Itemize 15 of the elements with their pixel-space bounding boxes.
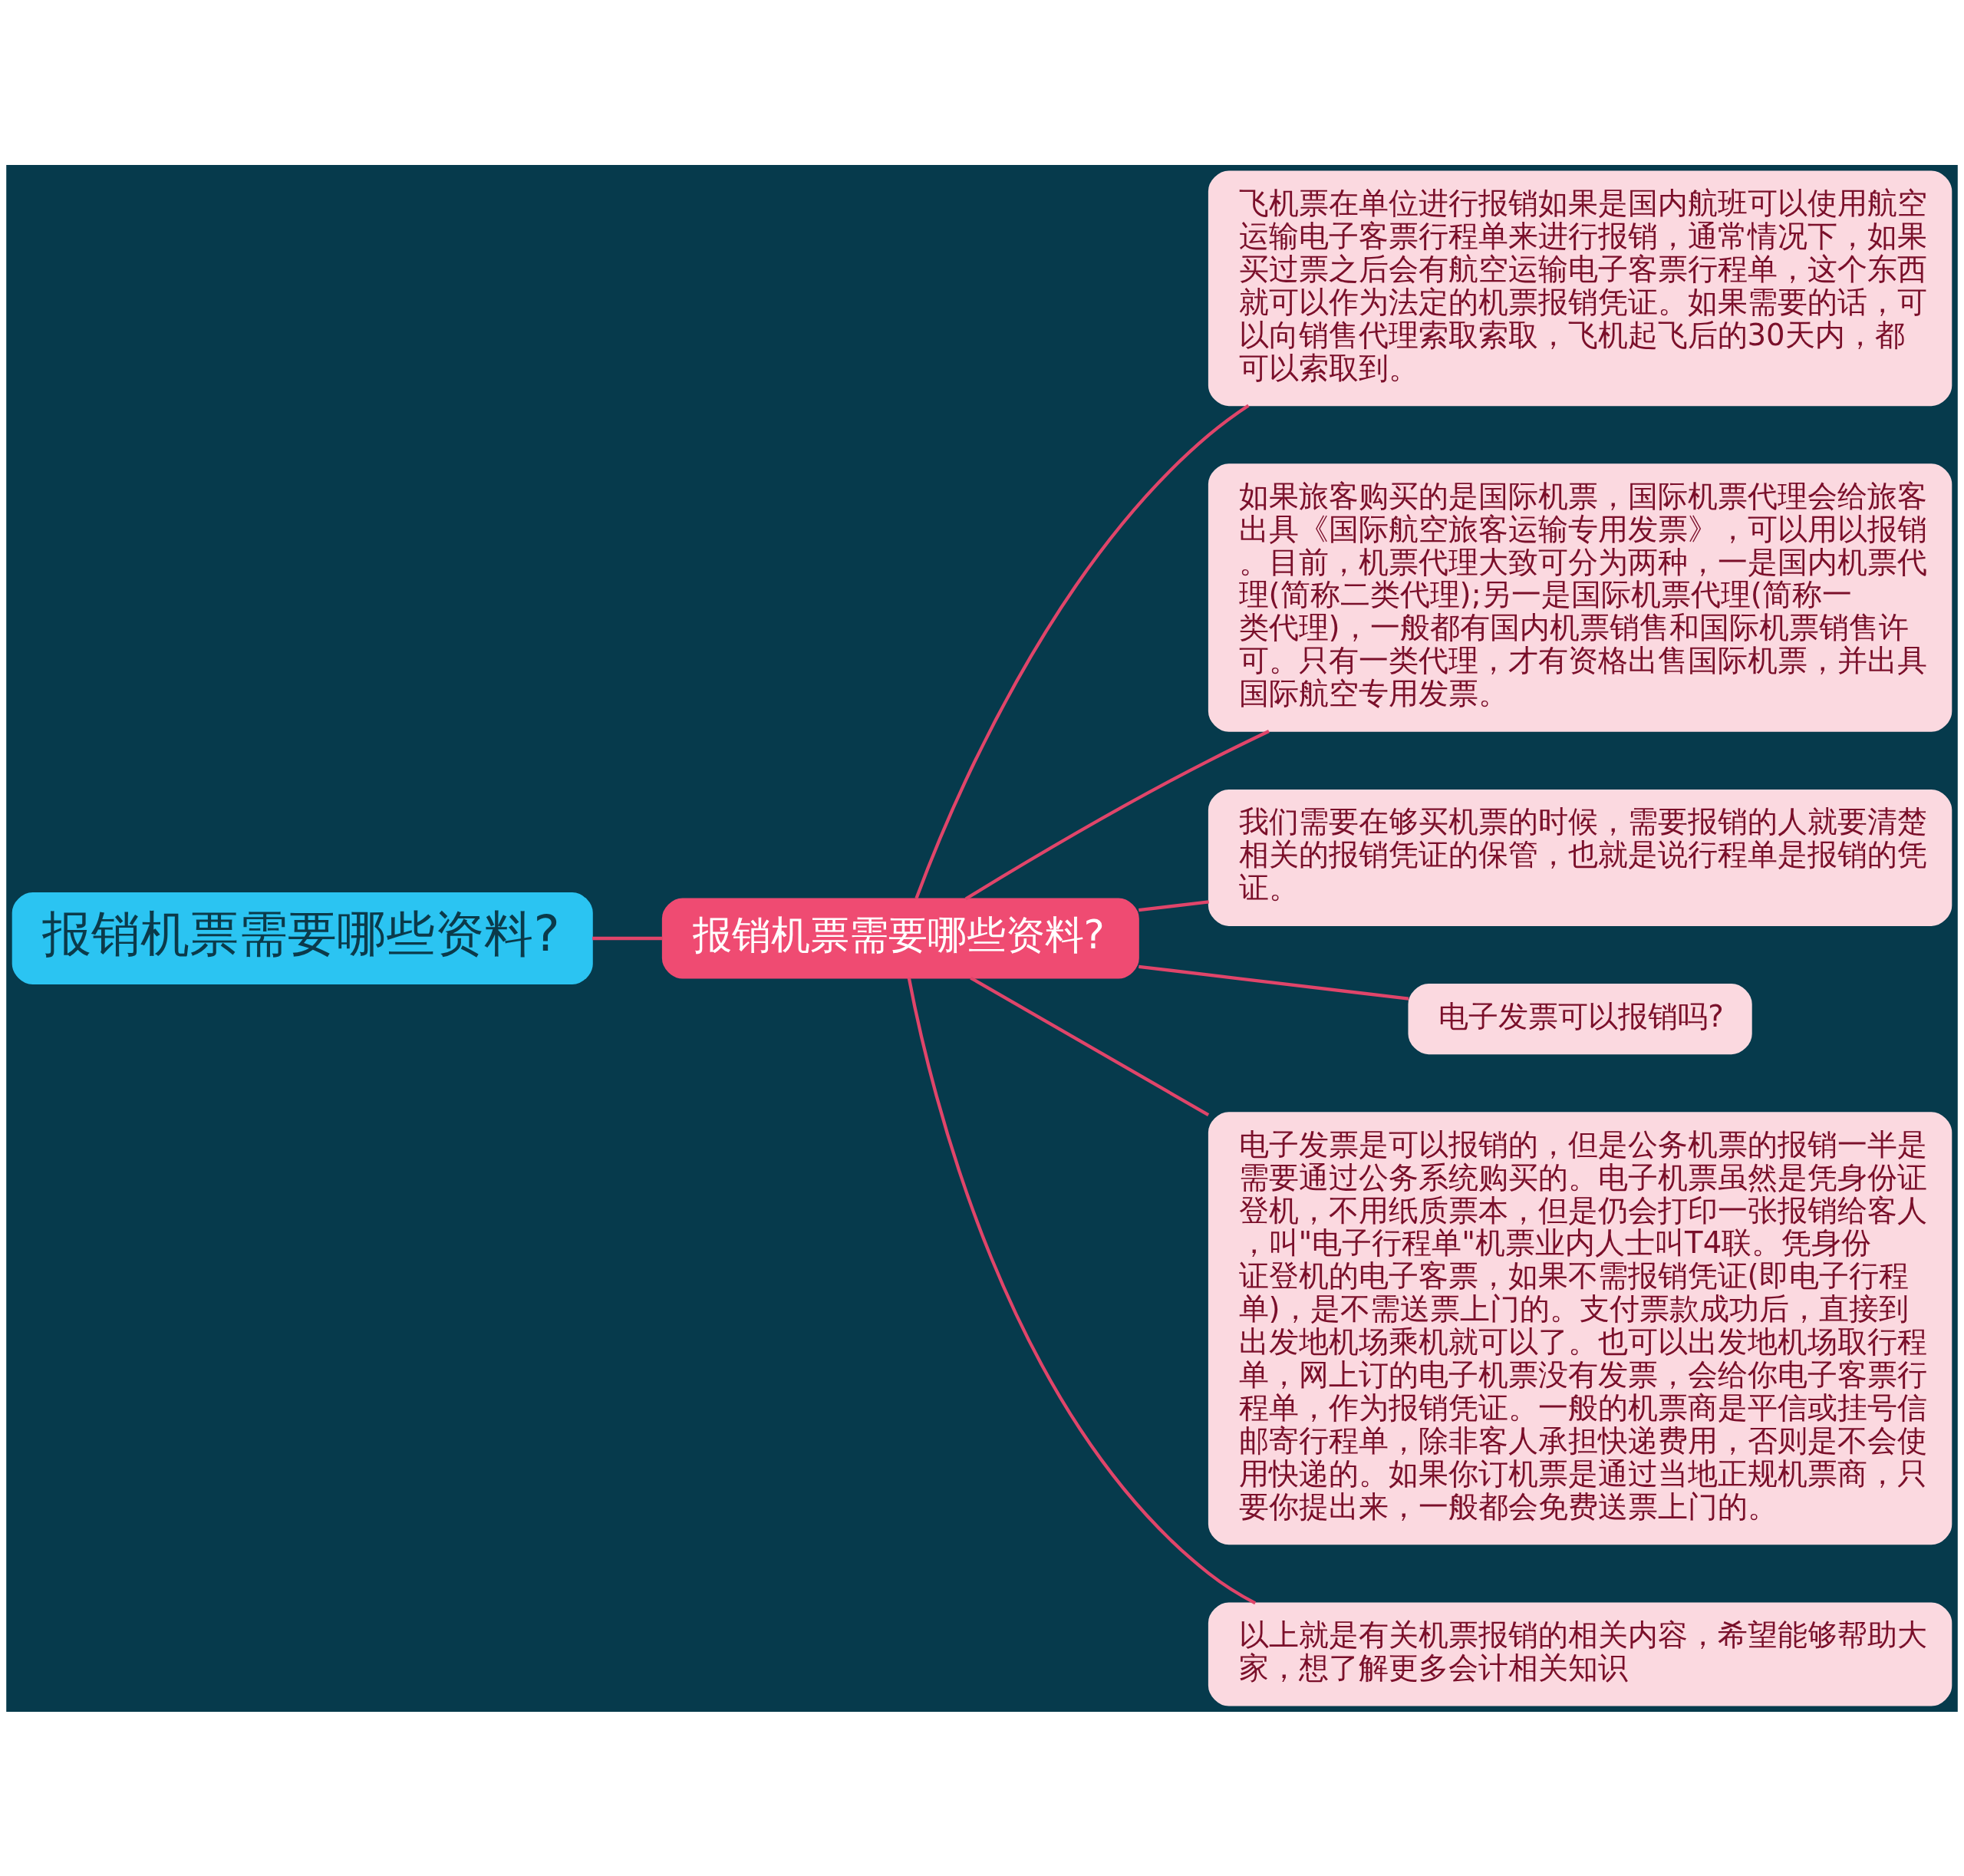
- connector: [592, 936, 663, 940]
- connector: [914, 404, 1250, 899]
- node-box: 飞机票在单位进行报销如果是国内航班可以使用航空运输电子客票行程单来进行报销，通常情况下，如果买过票之后会有航空运输电子客票行程单，这个东西就可以作为法定的机票报销凭证。如果需要的话，可以向销售代理索取索取，飞机起飞后的30天内，都可以索取到。: [1208, 170, 1952, 406]
- node-box: 报销机票需要哪些资料?: [661, 897, 1139, 979]
- connector: [907, 977, 1257, 1604]
- node-box: 我们需要在够买机票的时候，需要报销的人就要清楚相关的报销凭证的保管，也就是说行程单是报销的凭证。: [1208, 789, 1952, 926]
- connector: [1139, 899, 1209, 912]
- node-box: 以上就是有关机票报销的相关内容，希望能够帮助大家，想了解更多会计相关知识: [1208, 1601, 1952, 1706]
- connector: [964, 729, 1270, 900]
- node-box: 电子发票是可以报销的，但是公务机票的报销一半是需要通过公务系统购买的。电子机票虽然是凭身份证登机，不用纸质票本，但是仍会打印一张报销给客人，叫"电子行程单"机票业内人士叫T4联。凭身份证登机的电子客票，如果不需报销凭证(即电子行程单)，是不需送票上门的。支付票款成功后，直接到出发地机场乘机就可以了。也可以出发地机场取行程单，网上订的电子机票没有发票，会给你电子客票行程单，作为报销凭证。一般的机票商是平信或挂号信邮寄行程单，除非客人承担快递费用，否则是不会使用快递的。如果你订机票是通过当地正规机票商，只要你提出来，一般都会免费送票上门的。: [1208, 1111, 1952, 1545]
- node-box: 报销机票需要哪些资料?: [12, 892, 593, 984]
- node-box: 电子发票可以报销吗?: [1408, 983, 1752, 1054]
- connector: [1139, 964, 1409, 1001]
- connector: [970, 976, 1210, 1116]
- node-box: 如果旅客购买的是国际机票，国际机票代理会给旅客出具《国际航空旅客运输专用发票》，可以用以报销。目前，机票代理大致可分为两种，一是国内机票代理(简称二类代理);另一是国际机票代理(简称一类代理)，一般都有国内机票销售和国际机票销售许可。只有一类代理，才有资格出售国际机票，并出具国际航空专用发票。: [1208, 463, 1952, 732]
